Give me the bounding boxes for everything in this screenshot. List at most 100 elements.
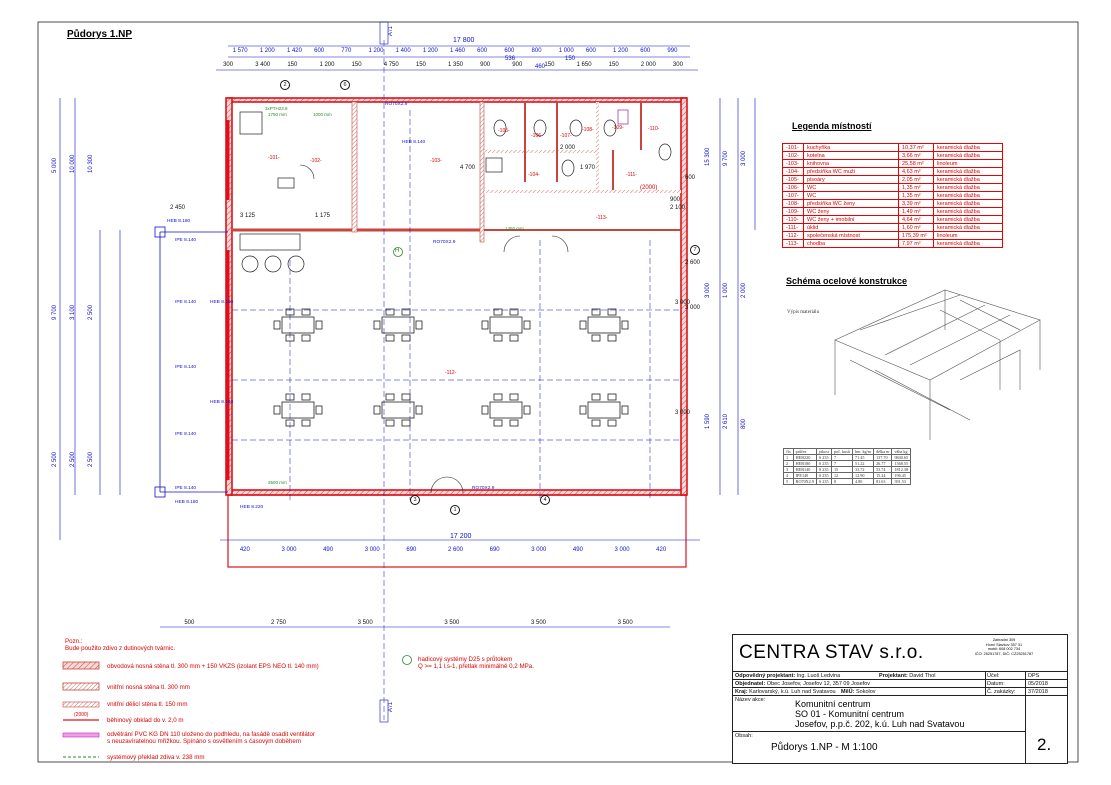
nazev-line-1: Komunitní centrum bbox=[795, 699, 871, 709]
room-floor: keramická dlažba bbox=[933, 199, 1003, 208]
steel-structure-sketch bbox=[834, 289, 1041, 440]
objednatel-value: Obec Josefov, Josefov 12, 357 09 Josefov bbox=[766, 681, 871, 687]
dim-label: 3 000 bbox=[281, 547, 297, 553]
beam-label: HEB 8.160 bbox=[210, 300, 234, 305]
steel-cell: S 235 bbox=[815, 478, 832, 485]
dim-label: 150 bbox=[415, 62, 426, 68]
axis-tag: 1 bbox=[450, 505, 460, 515]
room-floor: keramická dlažba bbox=[933, 151, 1003, 160]
steel-cell: 4.80 bbox=[851, 478, 875, 485]
dim-label-vertical: 2 500 bbox=[52, 451, 58, 467]
room-number: -102- bbox=[782, 151, 804, 160]
dim-label: 690 bbox=[406, 547, 417, 553]
room-number: -101- bbox=[782, 143, 804, 152]
room-area: 1,35 m² bbox=[898, 191, 934, 200]
beam-label: RO70X2.9 bbox=[385, 102, 408, 107]
window-label: 3500 mm bbox=[268, 480, 287, 485]
room-floor: keramická dlažba bbox=[933, 191, 1003, 200]
dim-label-mid: 2 450 bbox=[170, 205, 186, 211]
note-item-1: obvodová nosná stěna tl. 300 mm + 150 VK… bbox=[107, 663, 319, 670]
projektant-label: Projektant: bbox=[879, 673, 908, 679]
dim-label: 900 bbox=[480, 62, 491, 68]
room-area: 3,66 m² bbox=[898, 151, 934, 160]
nazev-line-2: SO 01 - Komunitní centrum bbox=[795, 709, 905, 719]
dim-label-vertical: 9 700 bbox=[723, 150, 729, 166]
room-area: 1,60 m² bbox=[898, 223, 934, 232]
dim-top-total: 17 800 bbox=[453, 37, 475, 44]
sheet-number: 2. bbox=[1037, 735, 1052, 754]
axis-grid bbox=[232, 40, 681, 720]
obklad-code: (2000) bbox=[74, 712, 89, 718]
room-name: společenská místnost bbox=[803, 231, 899, 240]
beam-label: HEB 8.160 bbox=[210, 400, 234, 405]
dim-label: 990 bbox=[667, 48, 678, 54]
room-number: -103- bbox=[782, 159, 804, 168]
room-tag: -108- bbox=[582, 127, 594, 133]
dim-label-vertical: 2 500 bbox=[88, 304, 94, 320]
room-floor: keramická dlažba bbox=[933, 183, 1003, 192]
dim-label-vertical: 800 bbox=[741, 419, 747, 430]
room-number: -110- bbox=[782, 215, 804, 224]
dim-label-small: 150 bbox=[565, 56, 576, 62]
dim-label-small: 536 bbox=[505, 56, 516, 62]
kraj-value: Karlovarský, k.ú. Luh nad Svatavou bbox=[749, 689, 836, 695]
legend-title: Legenda místností bbox=[792, 121, 872, 131]
dim-label: 1 200 bbox=[259, 48, 275, 54]
steel-cell: 391.53 bbox=[891, 478, 912, 485]
beam-label: HEB 8.140 bbox=[402, 140, 426, 145]
dim-label-vertical: 2 000 bbox=[741, 282, 747, 298]
dim-label: 3 500 bbox=[357, 620, 373, 626]
foundation-outline bbox=[227, 494, 687, 568]
beam-label: HEB 8.220 bbox=[240, 505, 264, 510]
room-name: WC ženy bbox=[803, 207, 899, 216]
dim-label-mid: 4 700 bbox=[460, 165, 476, 171]
steel-frame-left bbox=[154, 226, 228, 498]
dim-label: 2 000 bbox=[640, 62, 656, 68]
obsah-label: Obsah: bbox=[735, 733, 753, 739]
company-name: CENTRA STAV s.r.o. bbox=[739, 642, 924, 663]
address-line-1: Zahradní 309 bbox=[992, 638, 1016, 642]
axis-tag: 2 bbox=[280, 80, 290, 90]
table-with-chairs bbox=[579, 393, 629, 427]
steel-cell: 81.63 bbox=[873, 478, 893, 485]
dim-label: 500 bbox=[184, 620, 195, 626]
dim-label-vertical: 3 100 bbox=[70, 304, 76, 320]
dim-label-vertical: 9 700 bbox=[52, 304, 58, 320]
nazev-label: Název akce: bbox=[735, 697, 766, 703]
dim-label-mid: 3 000 bbox=[675, 410, 691, 416]
address-line-3: mobil: 608 002 734 bbox=[987, 647, 1021, 651]
company-address: Zahradní 309 Horní Slavkov 357 31 mobil:… bbox=[945, 638, 1063, 656]
room-name: kotelna bbox=[803, 151, 899, 160]
room-floor: keramická dlažba bbox=[933, 143, 1003, 152]
table-with-chairs bbox=[373, 308, 423, 342]
dim-label-vertical: 1 000 bbox=[723, 282, 729, 298]
section-label-bottom: A'/1 bbox=[388, 702, 394, 713]
room-floor: keramická dlažba bbox=[933, 167, 1003, 176]
room-tag: -109- bbox=[612, 125, 624, 131]
dim-bottom-total: 17 200 bbox=[450, 533, 472, 540]
room-name: WC ženy + imobilní bbox=[803, 215, 899, 224]
datum-value: 05/2018 bbox=[1028, 681, 1048, 687]
room-area: 1,49 m² bbox=[898, 207, 934, 216]
window-label: 1000 mm bbox=[313, 112, 332, 117]
dim-label: 600 bbox=[314, 48, 325, 54]
kraj-label: Kraj: bbox=[735, 689, 748, 695]
dim-label: 150 bbox=[351, 62, 362, 68]
table-with-chairs bbox=[579, 308, 629, 342]
dim-label: 3 500 bbox=[444, 620, 460, 626]
room-area: 4,64 m² bbox=[898, 215, 934, 224]
odpovedny-value: Ing. Luoš Ledvina bbox=[796, 673, 841, 679]
beam-label: IPE 8.140 bbox=[175, 432, 197, 437]
steel-header-cell: poč. kusů bbox=[830, 448, 854, 455]
